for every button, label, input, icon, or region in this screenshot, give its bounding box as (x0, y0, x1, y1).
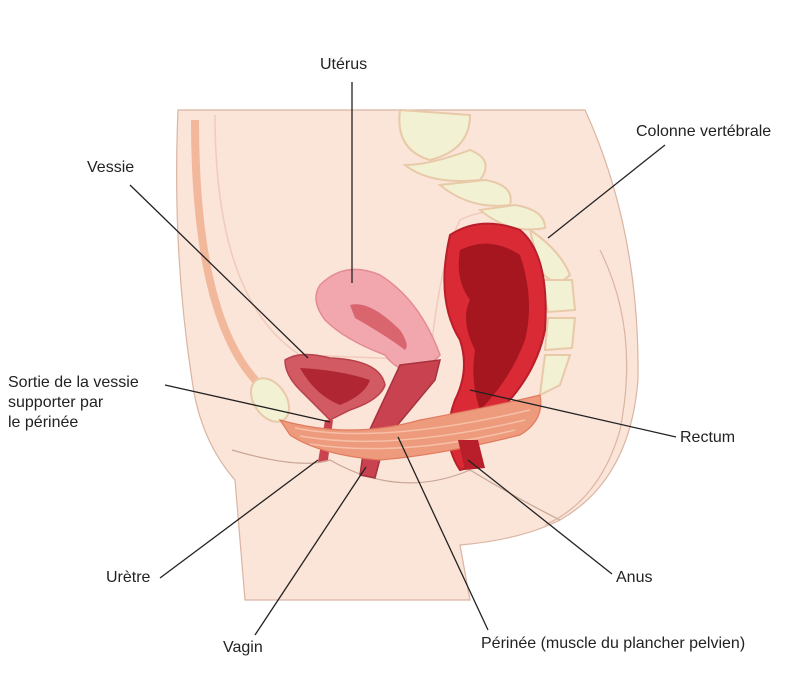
label-bladder-outlet-line1: Sortie de la vessie (8, 374, 139, 391)
label-anus: Anus (616, 569, 653, 586)
label-vagina: Vagin (223, 639, 263, 656)
label-urethra: Urètre (106, 569, 151, 586)
label-perineum: Périnée (muscle du plancher pelvien) (481, 635, 746, 652)
leader-lines (129, 82, 677, 636)
label-spine: Colonne vertébrale (636, 123, 772, 140)
rectum-lumen (458, 243, 529, 410)
label-bladder-outlet: Sortie de la vessie supporter par le pér… (8, 373, 139, 433)
spine-vertebrae (398, 108, 577, 397)
bladder-lumen (300, 368, 370, 405)
thigh-fold (231, 449, 561, 521)
label-bladder: Vessie (87, 159, 135, 176)
label-bladder-outlet-line3: le périnée (8, 414, 79, 431)
label-uterus: Utérus (320, 56, 368, 73)
uterus-cavity (350, 304, 407, 350)
abdominal-wall (191, 119, 263, 388)
anus-shape (458, 440, 485, 470)
muscle-fibers (294, 409, 531, 450)
label-rectum: Rectum (680, 429, 736, 446)
buttock-line (544, 249, 628, 526)
label-bladder-outlet-line2: supporter par (8, 394, 104, 411)
